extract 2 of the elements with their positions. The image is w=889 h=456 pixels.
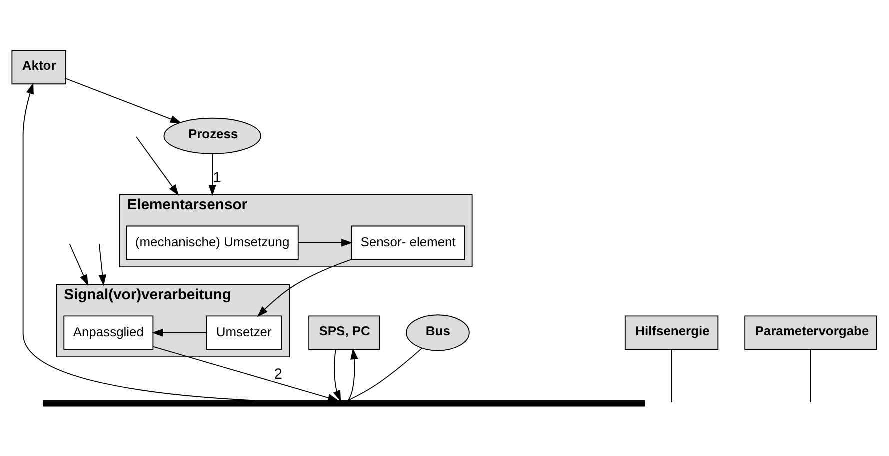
edge-label: 2 bbox=[274, 366, 283, 383]
edge-label: 1 bbox=[213, 170, 222, 186]
